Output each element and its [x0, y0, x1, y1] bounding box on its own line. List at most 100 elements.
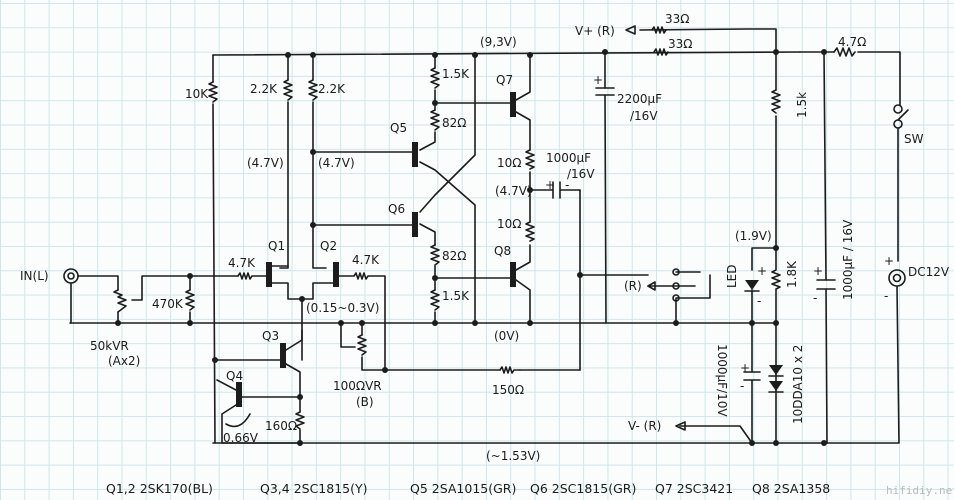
resistor-1-5k-bottom-label: 1.5K [442, 289, 469, 303]
vplus-r-wire [639, 28, 777, 53]
led-label: LED [725, 264, 739, 288]
rail-capacitor [595, 87, 615, 96]
q4-base [236, 382, 242, 407]
resistor-150-ohm [499, 366, 521, 374]
parts-list-q1-q2: Q1,2 2SK170(BL) [106, 481, 213, 496]
resistor-82-ohm-bottom-label: 82Ω [442, 249, 467, 263]
trim-pot-label: 100ΩVR [333, 379, 382, 393]
switch-contact-bottom [893, 119, 903, 129]
q7-q8-column [515, 54, 531, 324]
resistor-1-5k-bias-label: 1.5k [795, 91, 809, 118]
q2-label: Q2 [320, 239, 338, 253]
q1-label: Q1 [268, 239, 286, 253]
neg-cap-plus: + [740, 361, 751, 375]
resistor-10k-label: 10K [185, 87, 209, 101]
dc-return-wire [212, 286, 900, 444]
input-jack-outer [63, 268, 79, 284]
output-cap-minus: - [565, 178, 570, 192]
resistor-4-7-ohm [833, 47, 856, 57]
parts-list-q7: Q7 2SC3421 [655, 481, 734, 496]
resistor-160-ohm-label: 160Ω [265, 419, 298, 433]
switch-label: SW [904, 132, 924, 146]
supply-cap-minus: - [813, 291, 818, 305]
neg-cap-label: 1000μF/10V [715, 344, 729, 417]
resistor-4-7k-q2-label: 4.7K [352, 253, 379, 267]
resistor-150-ohm-label: 150Ω [492, 383, 525, 397]
dc-jack-outer [888, 269, 906, 287]
resistor-470k [185, 289, 195, 311]
switch-lever [897, 109, 909, 121]
vplus-label: V+ (R) [575, 24, 615, 38]
resistor-1-8k-label: 1.8K [785, 261, 799, 288]
volume-pot [113, 289, 127, 313]
q5-base [412, 142, 418, 167]
q3-base [280, 343, 286, 368]
positive-rail-wire [212, 51, 801, 56]
trim-pot-wiring [340, 322, 581, 371]
diode-1 [769, 365, 783, 375]
parts-list-q5: Q5 2SA1015(GR) [410, 481, 517, 496]
rail-cap-wire [604, 51, 607, 324]
trim-pot-note: (B) [356, 395, 374, 409]
q5-label: Q5 [390, 121, 408, 135]
resistor-160-ohm [295, 411, 305, 430]
q6-base [412, 212, 418, 237]
resistor-33-ohm-a [651, 26, 667, 34]
resistor-2-2k-q2-label: 2.2K [318, 82, 345, 96]
supply-capacitor [816, 279, 836, 290]
parts-list-q8: Q8 2SA1358 [752, 481, 831, 496]
resistor-82-ohm-bottom [430, 244, 440, 266]
output-cap-value: 1000μF [546, 151, 592, 165]
rail-cap-value: 2200μF [617, 92, 663, 106]
q7-base [510, 92, 516, 117]
resistor-2-2k-q1-label: 2.2K [250, 82, 277, 96]
vminus-arrow [675, 421, 686, 431]
q4-label: Q4 [226, 369, 244, 383]
led-symbol [745, 280, 759, 290]
volume-pot-note: (Ax2) [108, 354, 141, 368]
dc-minus: - [884, 289, 889, 303]
led-plus: + [757, 264, 768, 278]
watermark: hifidiy.net [886, 484, 954, 497]
resistor-1-8k [771, 247, 781, 324]
dc-plus: + [884, 254, 895, 268]
right-out-label: (R) [624, 279, 642, 293]
neg-capacitor [743, 371, 761, 381]
supply-cap-plus: + [813, 264, 824, 278]
resistor-4-7k-q1 [237, 272, 267, 280]
resistor-2-2k-q2 [308, 79, 318, 101]
supply-cap-label: 1000μF / 16V [841, 219, 855, 300]
supply-wire [799, 51, 901, 106]
vminus-wire [679, 425, 753, 444]
resistor-10-ohm-b [525, 221, 535, 242]
switch-contact-top [893, 104, 903, 114]
resistor-4-7-ohm-label: 4.7Ω [838, 35, 867, 49]
trim-pot [357, 334, 367, 356]
neg-cap-minus: - [740, 379, 745, 393]
resistor-470k-label: 470K [152, 297, 183, 311]
diode-2 [769, 381, 783, 391]
vbe-q4-label: 0.66V [223, 431, 258, 445]
rail-cap-plus: + [593, 73, 604, 87]
q3-label: Q3 [262, 329, 280, 343]
q7-label: Q7 [496, 73, 514, 87]
diodes-label: 10DDA10 x 2 [791, 344, 805, 424]
q5-base-voltage: (4.7V) [318, 156, 355, 170]
input-wiring [70, 275, 239, 324]
resistor-4-7k-q2 [338, 272, 386, 371]
resistor-10-ohm-a [525, 149, 535, 170]
resistor-10k-wire [212, 54, 216, 444]
bias-wire [751, 51, 777, 271]
rail-voltage: (9,3V) [480, 35, 517, 49]
q1-drain-voltage: (4.7V) [247, 156, 284, 170]
drain-q1-wire [279, 54, 289, 269]
q2-gate [333, 262, 339, 287]
output-cap-plus: + [545, 178, 556, 192]
resistor-10-ohm-b-label: 10Ω [497, 217, 522, 231]
output-capacitor [531, 181, 581, 199]
vplus-arrow [625, 25, 636, 35]
ground-voltage: (0V) [494, 329, 520, 343]
output-cap-rating: /16V [567, 167, 595, 181]
q1-gate [266, 262, 272, 287]
